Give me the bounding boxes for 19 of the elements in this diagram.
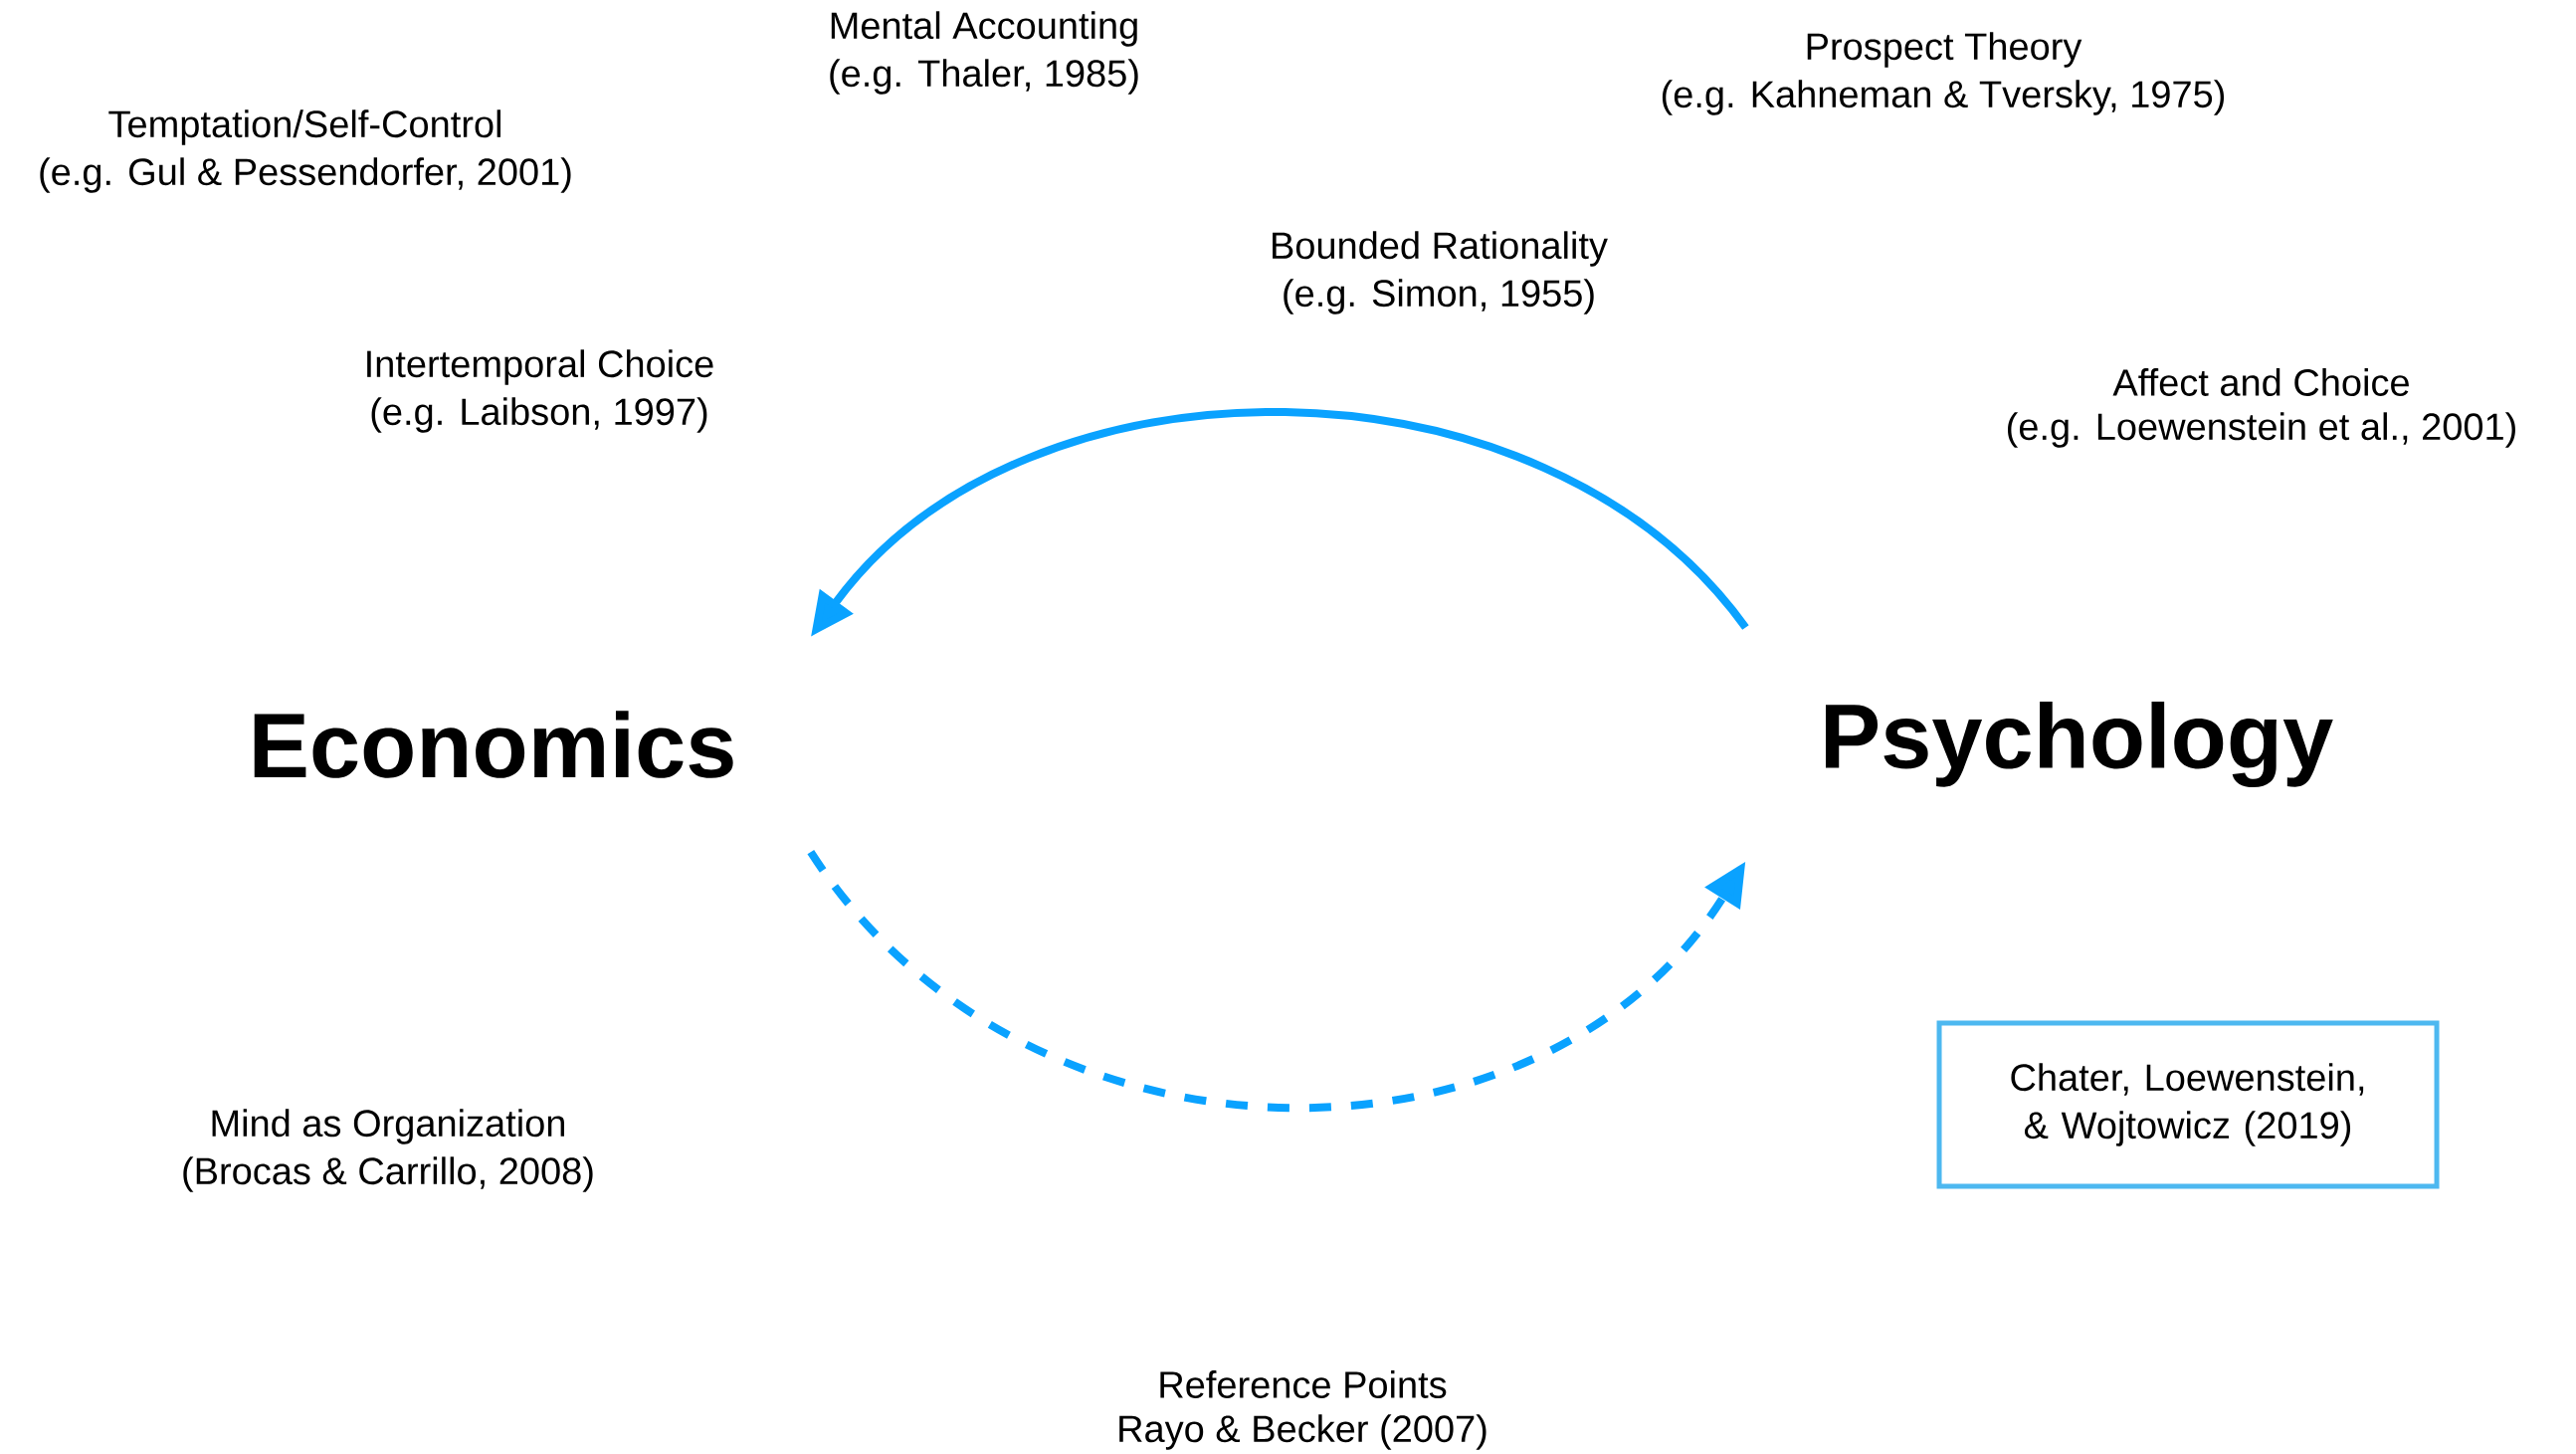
topic-title: Temptation/Self-Control bbox=[108, 109, 500, 145]
field-heading: Economics bbox=[254, 711, 733, 778]
topic-title: Affect and Choice bbox=[2112, 368, 2409, 396]
citation-text: (e.g. Kahneman & Tversky, 1975) bbox=[1662, 80, 2225, 115]
topic-title: Mind as Organization bbox=[212, 1109, 564, 1144]
topic-title: Reference Points bbox=[1160, 1370, 1447, 1398]
citation-text: (Brocas & Carrillo, 2008) bbox=[183, 1156, 593, 1192]
topic-title: Bounded Rationality bbox=[1273, 231, 1608, 267]
citation-box: Chater, Loewenstein, & Wojtowicz (2019) bbox=[1936, 1020, 2440, 1189]
citation-text: Rayo & Becker (2007) bbox=[1119, 1414, 1486, 1450]
citation-text: (e.g. Thaler, 1985) bbox=[830, 59, 1138, 95]
field-heading: Psychology bbox=[1826, 701, 2333, 788]
citation-text: (e.g. Simon, 1955) bbox=[1284, 279, 1594, 314]
citation-text: (e.g. Loewenstein et al., 2001) bbox=[2008, 412, 2515, 448]
citation-text: (e.g. Laibson, 1997) bbox=[371, 397, 707, 433]
topic-title: Intertemporal Choice bbox=[367, 349, 713, 385]
topic-title: Prospect Theory bbox=[1807, 32, 2082, 68]
topic-title: Mental Accounting bbox=[831, 11, 1137, 47]
citation-text: (e.g. Gul & Pessendorfer, 2001) bbox=[40, 157, 571, 193]
